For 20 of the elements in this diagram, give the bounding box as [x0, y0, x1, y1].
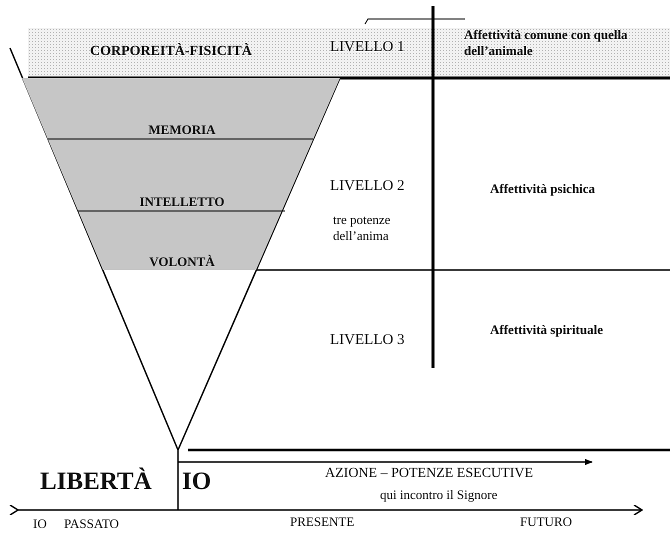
action-label: AZIONE – POTENZE ESECUTIVE — [325, 466, 534, 483]
time-label: PRESENTE — [290, 514, 354, 530]
title-text: IO — [182, 467, 212, 497]
note-text: tre potenze dell’anima — [333, 212, 392, 244]
level-description: Affettività comune con quella dell’animale — [464, 27, 629, 58]
faculty-label: VOLONTÀ — [148, 254, 216, 270]
time-label: FUTURO — [520, 514, 572, 530]
level-label: LIVELLO 1 — [330, 38, 405, 56]
level-label: LIVELLO 2 — [330, 177, 405, 195]
title-text: LIBERTÀ — [40, 467, 152, 497]
time-label: PASSATO — [64, 516, 119, 532]
band-label: CORPOREITÀ-FISICITÀ — [90, 44, 252, 60]
dotted-band — [28, 28, 670, 78]
level-description: Affettività spirituale — [490, 322, 604, 338]
level-label: LIVELLO 3 — [330, 331, 405, 349]
note-text: qui incontro il Signore — [380, 487, 498, 503]
time-label: IO — [33, 516, 47, 532]
faculty-label: INTELLETTO — [138, 194, 226, 210]
faculty-label: MEMORIA — [147, 122, 217, 138]
level-description: Affettività psichica — [490, 181, 596, 197]
